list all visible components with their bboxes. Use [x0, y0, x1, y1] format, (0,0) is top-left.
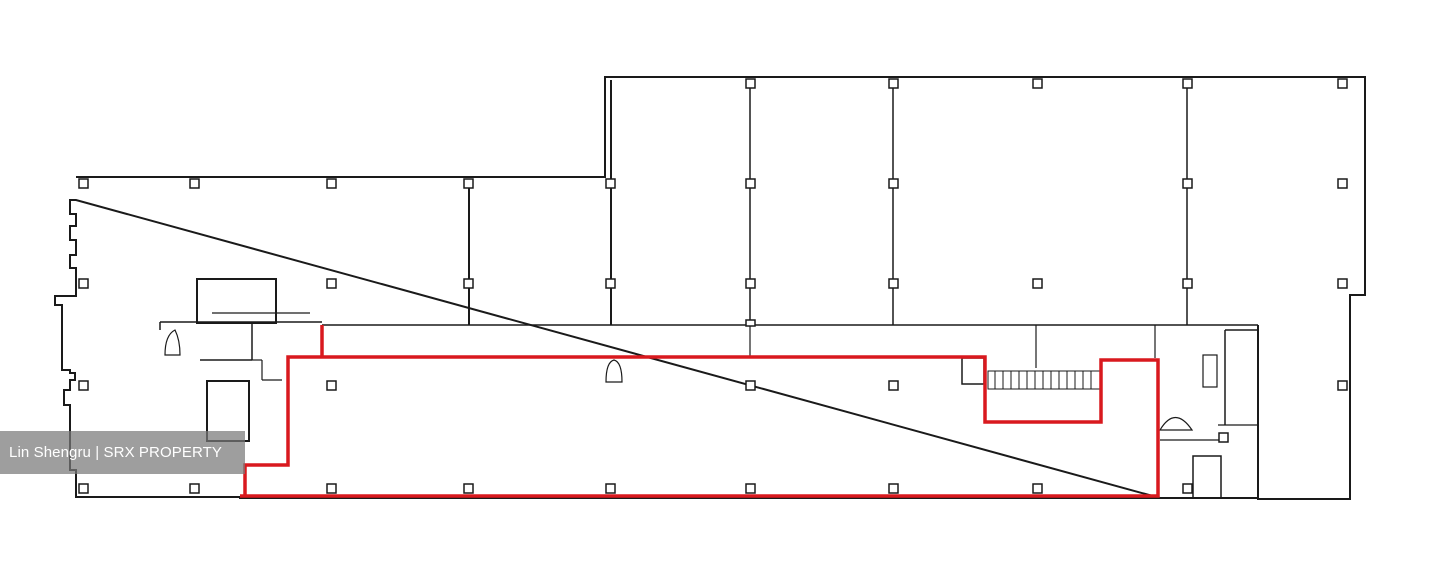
column-marker [1182, 78, 1193, 89]
column-marker [326, 380, 337, 391]
column-marker [1337, 78, 1348, 89]
column-marker [1032, 483, 1043, 494]
core-room [196, 278, 277, 324]
column-marker [888, 78, 899, 89]
watermark-text: Lin Shengru | SRX PROPERTY [9, 444, 222, 461]
column-marker [78, 483, 89, 494]
column-marker [1182, 483, 1193, 494]
column-marker [463, 278, 474, 289]
column-marker [1337, 380, 1348, 391]
column-marker [78, 380, 89, 391]
column-marker [463, 178, 474, 189]
column-marker [888, 178, 899, 189]
column-marker [888, 278, 899, 289]
column-marker [463, 483, 474, 494]
stair-hatch [987, 370, 1101, 390]
column-marker [605, 483, 616, 494]
column-marker [1032, 278, 1043, 289]
door-swing-icon [605, 359, 623, 383]
column-marker [745, 319, 756, 327]
highlighted-unit-boundary [240, 325, 1160, 498]
column-marker [745, 178, 756, 189]
core-room [1192, 455, 1222, 499]
column-marker [1182, 178, 1193, 189]
column-marker [745, 483, 756, 494]
column-marker [605, 278, 616, 289]
column-marker [326, 278, 337, 289]
column-marker [1218, 432, 1229, 443]
fixture [1202, 354, 1218, 388]
column-marker [745, 78, 756, 89]
column-marker [888, 380, 899, 391]
door-swing-icon [1158, 416, 1194, 431]
column-marker [1032, 78, 1043, 89]
column-marker [78, 178, 89, 189]
core-room [961, 357, 985, 385]
column-marker [189, 178, 200, 189]
column-markers [78, 78, 1348, 494]
column-marker [326, 178, 337, 189]
watermark: Lin Shengru | SRX PROPERTY [0, 431, 245, 474]
column-marker [888, 483, 899, 494]
column-marker [78, 278, 89, 289]
column-marker [745, 380, 756, 391]
column-marker [326, 483, 337, 494]
column-marker [745, 278, 756, 289]
column-marker [605, 178, 616, 189]
column-marker [1337, 178, 1348, 189]
door-swing-icon [164, 329, 181, 356]
column-marker [189, 483, 200, 494]
building-outline [54, 76, 1366, 500]
column-marker [1182, 278, 1193, 289]
column-marker [1337, 278, 1348, 289]
